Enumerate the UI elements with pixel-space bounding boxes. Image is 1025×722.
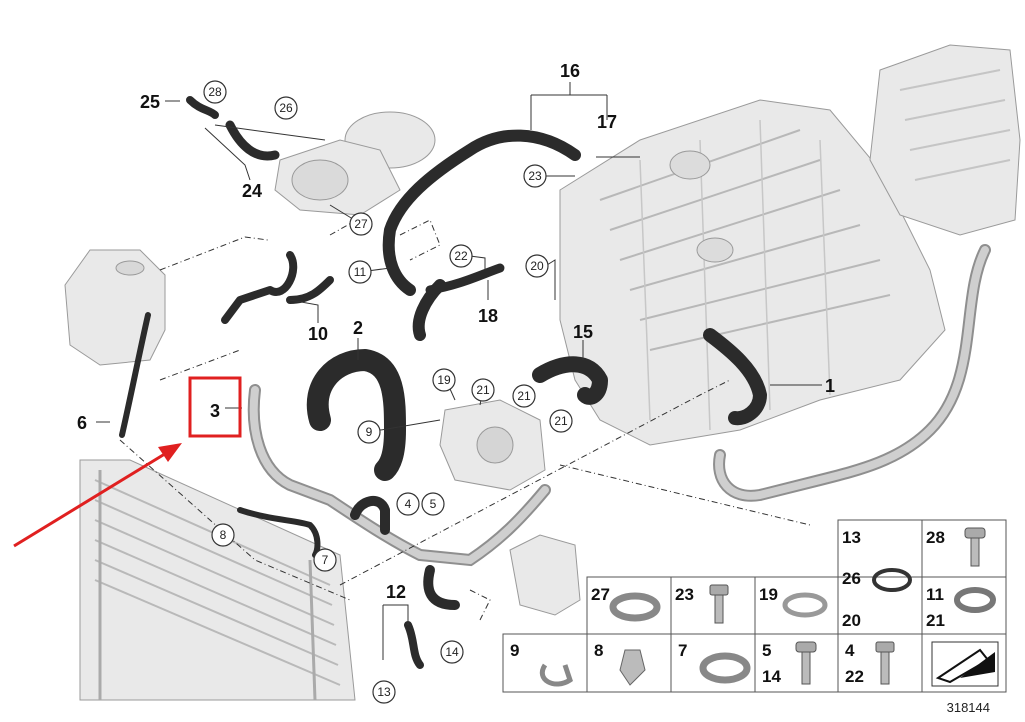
callout-3: 3	[210, 401, 220, 421]
svg-text:21: 21	[554, 414, 568, 428]
turbocharger	[274, 111, 436, 216]
radiator	[79, 459, 356, 701]
svg-text:21: 21	[926, 611, 945, 630]
svg-text:26: 26	[842, 569, 861, 588]
callout-25: 25	[140, 92, 160, 112]
callout-17: 17	[597, 112, 617, 132]
svg-text:22: 22	[845, 667, 864, 686]
callout-19: 19	[432, 368, 456, 392]
callout-12: 12	[386, 582, 406, 602]
svg-text:8: 8	[594, 641, 603, 660]
callout-22: 22	[449, 244, 473, 268]
svg-text:8: 8	[220, 528, 227, 542]
svg-text:4: 4	[405, 497, 412, 511]
arrow-icon	[931, 641, 999, 687]
svg-text:14: 14	[445, 645, 459, 659]
svg-text:27: 27	[591, 585, 610, 604]
svg-text:9: 9	[366, 425, 373, 439]
svg-text:9: 9	[510, 641, 519, 660]
svg-text:27: 27	[354, 217, 368, 231]
callout-6: 6	[77, 413, 87, 433]
svg-text:11: 11	[354, 265, 367, 279]
svg-text:14: 14	[762, 667, 781, 686]
callout-18: 18	[478, 306, 498, 326]
circled-callouts: 28 26 27 11 22 20 23 19 21 21 21 9 8 7 4…	[203, 80, 573, 704]
oring-26-icon	[872, 568, 912, 592]
callout-21b: 21	[512, 384, 536, 408]
callout-10: 10	[308, 324, 328, 344]
water-pump	[439, 399, 546, 491]
intake-housing	[869, 44, 1021, 236]
svg-text:22: 22	[454, 249, 468, 263]
outline-lines	[119, 217, 811, 621]
callout-21a: 21	[471, 378, 495, 402]
svg-text:7: 7	[322, 553, 329, 567]
svg-text:19: 19	[437, 373, 451, 387]
svg-text:13: 13	[377, 685, 391, 699]
clip-9-icon	[540, 663, 573, 687]
callout-28: 28	[203, 80, 227, 104]
svg-text:20: 20	[530, 259, 544, 273]
clamp-7-icon	[699, 652, 751, 684]
callout-16: 16	[560, 61, 580, 81]
diagram-id: 318144	[947, 700, 990, 715]
bolt-23-icon	[709, 584, 729, 624]
callout-7: 7	[313, 548, 337, 572]
svg-text:23: 23	[528, 169, 542, 183]
highlight-box: 3	[188, 376, 242, 438]
svg-text:28: 28	[208, 85, 222, 99]
callout-26: 26	[274, 96, 298, 120]
svg-text:7: 7	[678, 641, 687, 660]
callout-21c: 21	[549, 409, 573, 433]
svg-text:5: 5	[430, 497, 437, 511]
callout-1: 1	[825, 376, 835, 396]
callout-4: 4	[396, 492, 420, 516]
hoses	[119, 96, 767, 669]
svg-text:20: 20	[842, 611, 861, 630]
clamp-11-icon	[954, 587, 996, 613]
svg-text:13: 13	[842, 528, 861, 547]
red-arrow	[13, 443, 182, 548]
callout-9: 9	[357, 420, 381, 444]
clip-8-icon	[619, 649, 646, 686]
callout-14: 14	[440, 640, 464, 664]
svg-text:28: 28	[926, 528, 945, 547]
bold-callouts: 16 17 25 24 10 2 18 15 1 6 12	[77, 61, 835, 602]
parts-legend: 13 26 20 28 11 21 27 23 19 9 8 7 5 14 4 …	[502, 519, 1007, 693]
svg-text:4: 4	[845, 641, 855, 660]
svg-text:19: 19	[759, 585, 778, 604]
callout-24: 24	[242, 181, 262, 201]
svg-text:21: 21	[517, 389, 531, 403]
svg-text:21: 21	[476, 383, 490, 397]
callout-15: 15	[573, 322, 593, 342]
aux-water-pump	[509, 534, 581, 616]
clamp-27-icon	[609, 592, 661, 622]
clamp-19-icon	[782, 592, 828, 618]
expansion-tank	[64, 249, 166, 366]
bolt-28-icon	[964, 527, 986, 567]
callout-23: 23	[523, 164, 547, 188]
svg-text:11: 11	[926, 585, 944, 604]
svg-text:26: 26	[279, 101, 293, 115]
callout-5: 5	[421, 492, 445, 516]
callout-20: 20	[525, 254, 549, 278]
svg-text:5: 5	[762, 641, 771, 660]
callout-11: 11	[348, 260, 372, 284]
engine-block	[559, 99, 946, 446]
callout-8: 8	[211, 523, 235, 547]
svg-text:23: 23	[675, 585, 694, 604]
callout-13: 13	[372, 680, 396, 704]
bolt-4-icon	[875, 641, 895, 685]
callout-27a: 27	[349, 212, 373, 236]
bolt-5-icon	[795, 641, 817, 685]
callout-2: 2	[353, 318, 363, 338]
